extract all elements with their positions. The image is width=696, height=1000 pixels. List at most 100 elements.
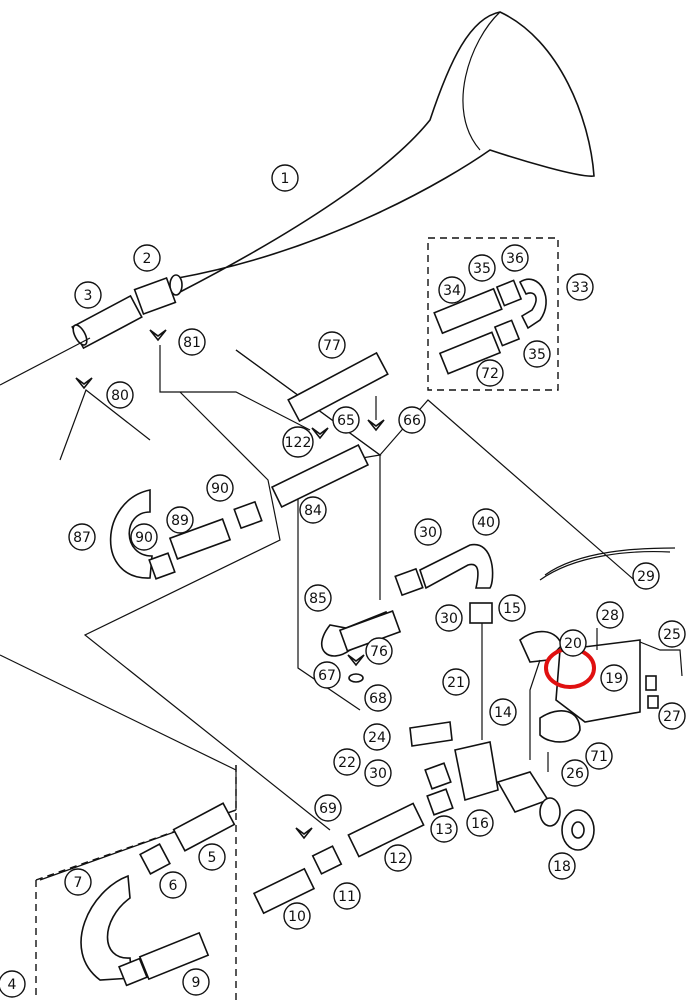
callout-label: 36: [506, 251, 524, 267]
bend-87: [109, 489, 263, 580]
callout-label: 16: [471, 816, 489, 832]
callout-label: 76: [370, 644, 388, 660]
callout-label: 18: [553, 859, 571, 875]
callout-label: 35: [528, 347, 546, 363]
callout-15: 15: [498, 594, 526, 622]
callout-16: 16: [466, 809, 494, 837]
callout-30: 30: [435, 604, 463, 632]
callout-label: 9: [192, 975, 201, 991]
callout-label: 89: [171, 513, 189, 529]
callout-label: 22: [338, 755, 356, 771]
callout-label: 33: [571, 280, 589, 296]
upper-left-tubes: [71, 276, 177, 390]
callout-label: 80: [111, 388, 129, 404]
callout-21: 21: [442, 668, 470, 696]
callout-label: 24: [368, 730, 386, 746]
callout-35: 35: [523, 340, 551, 368]
callout-label: 1: [281, 171, 290, 187]
callout-label: 68: [369, 691, 387, 707]
callout-label: 84: [304, 503, 322, 519]
callout-30: 30: [364, 759, 392, 787]
callout-68: 68: [364, 684, 392, 712]
callout-26: 26: [561, 759, 589, 787]
callout-label: 29: [637, 569, 655, 585]
callout-label: 19: [605, 671, 623, 687]
callout-71: 71: [585, 742, 613, 770]
callout-label: 65: [337, 413, 355, 429]
callout-40: 40: [472, 508, 500, 536]
callout-3: 3: [74, 281, 102, 309]
callout-label: 30: [440, 611, 458, 627]
callout-10: 10: [283, 902, 311, 930]
assembly-33-box: [427, 237, 559, 391]
panel-84: [270, 444, 381, 711]
callout-19: 19: [600, 664, 628, 692]
bend-40: [320, 544, 494, 740]
assembly-4-parts: [80, 802, 236, 987]
callout-9: 9: [182, 968, 210, 996]
callout-25: 25: [658, 620, 686, 648]
callout-24: 24: [363, 723, 391, 751]
callout-label: 5: [208, 850, 217, 866]
callout-label: 81: [183, 335, 201, 351]
callout-label: 122: [285, 435, 312, 451]
callout-label: 20: [564, 636, 582, 652]
callout-18: 18: [548, 852, 576, 880]
callout-30: 30: [414, 518, 442, 546]
callout-80: 80: [106, 381, 134, 409]
callout-label: 72: [481, 366, 499, 382]
callout-89: 89: [166, 506, 194, 534]
fittings-67-68: [347, 654, 365, 683]
callout-66: 66: [398, 406, 426, 434]
callout-122: 122: [282, 426, 314, 458]
callout-85: 85: [304, 584, 332, 612]
callout-label: 11: [338, 889, 356, 905]
callout-7: 7: [64, 868, 92, 896]
callout-90: 90: [130, 523, 158, 551]
callout-label: 4: [8, 977, 17, 993]
callout-67: 67: [313, 661, 341, 689]
callout-84: 84: [299, 496, 327, 524]
callout-label: 35: [473, 261, 491, 277]
callout-label: 6: [169, 878, 178, 894]
callout-label: 7: [74, 875, 83, 891]
callout-27: 27: [658, 702, 686, 730]
callout-label: 14: [494, 705, 512, 721]
callout-label: 30: [419, 525, 437, 541]
callout-12: 12: [384, 844, 412, 872]
callout-label: 30: [369, 766, 387, 782]
callout-29: 29: [632, 562, 660, 590]
callout-28: 28: [596, 601, 624, 629]
callout-72: 72: [476, 359, 504, 387]
callout-13: 13: [430, 815, 458, 843]
horn-bell: [169, 11, 595, 296]
lower-tubes: [252, 802, 425, 915]
callout-4: 4: [0, 970, 26, 998]
callout-76: 76: [365, 637, 393, 665]
callout-label: 69: [319, 801, 337, 817]
callout-34: 34: [438, 276, 466, 304]
callout-label: 10: [288, 909, 306, 925]
callout-22: 22: [333, 748, 361, 776]
callout-label: 40: [477, 515, 495, 531]
callout-5: 5: [198, 843, 226, 871]
callout-label: 26: [566, 766, 584, 782]
callout-label: 27: [663, 709, 681, 725]
callout-69: 69: [314, 794, 342, 822]
callout-6: 6: [159, 871, 187, 899]
callout-87: 87: [68, 523, 96, 551]
callout-label: 90: [211, 481, 229, 497]
callout-label: 34: [443, 283, 461, 299]
callout-77: 77: [318, 331, 346, 359]
callout-label: 2: [143, 251, 152, 267]
callout-label: 77: [323, 338, 341, 354]
callout-1: 1: [271, 164, 299, 192]
callout-label: 87: [73, 530, 91, 546]
callout-label: 67: [318, 668, 336, 684]
callout-label: 15: [503, 601, 521, 617]
callout-36: 36: [501, 244, 529, 272]
control-unit: [519, 547, 683, 772]
callout-label: 25: [663, 627, 681, 643]
